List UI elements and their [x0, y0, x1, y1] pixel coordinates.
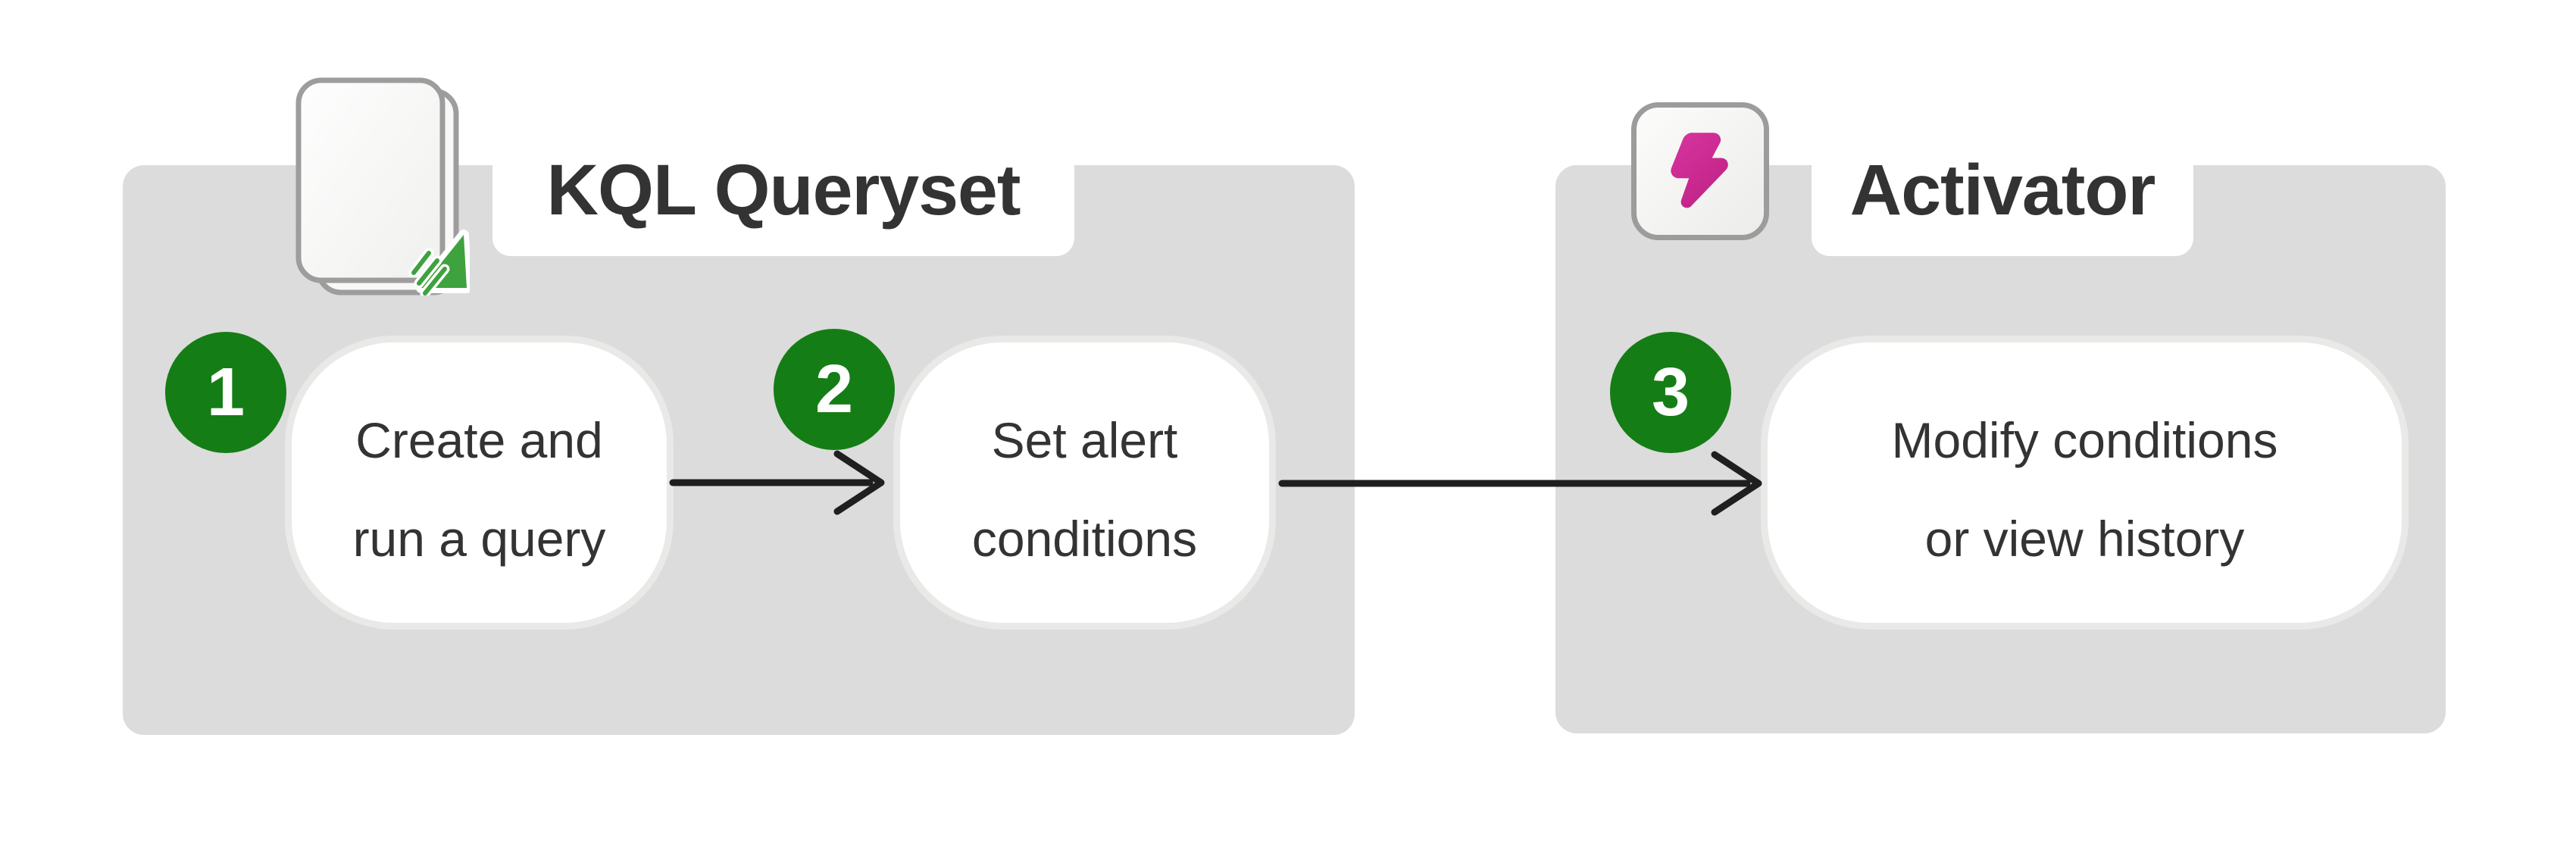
step-1-number: 1	[206, 355, 245, 430]
step-1-text-line1: Create and	[355, 412, 603, 468]
kql-queryset-title: KQL Queryset	[546, 149, 1021, 230]
step-3-text-line2: or view history	[1924, 511, 2245, 567]
activator-icon-box	[1631, 102, 1769, 240]
step-1-badge: 1	[165, 332, 286, 453]
step-2-number: 2	[814, 352, 854, 427]
activator-title: Activator	[1849, 149, 2156, 230]
step-2-pill: Set alert conditions	[900, 342, 1269, 623]
step-3-pill: Modify conditions or view history	[1768, 342, 2402, 623]
activator-label: Activator	[1812, 112, 2193, 256]
step-3-badge: 3	[1610, 332, 1731, 453]
step-3-text-line1: Modify conditions	[1891, 412, 2278, 468]
lightning-bolt-icon	[1671, 133, 1728, 208]
step-2-text-line2: conditions	[971, 511, 1198, 567]
kql-queryset-documents-icon	[295, 77, 470, 295]
step-2-text-line1: Set alert	[991, 412, 1178, 468]
step-1-text-line2: run a query	[352, 511, 606, 567]
step-1-pill: Create and run a query	[292, 342, 667, 623]
kql-queryset-label: KQL Queryset	[492, 112, 1074, 256]
step-3-number: 3	[1651, 355, 1690, 430]
step-2-badge: 2	[774, 329, 895, 450]
green-arrow-glyph	[408, 230, 470, 295]
